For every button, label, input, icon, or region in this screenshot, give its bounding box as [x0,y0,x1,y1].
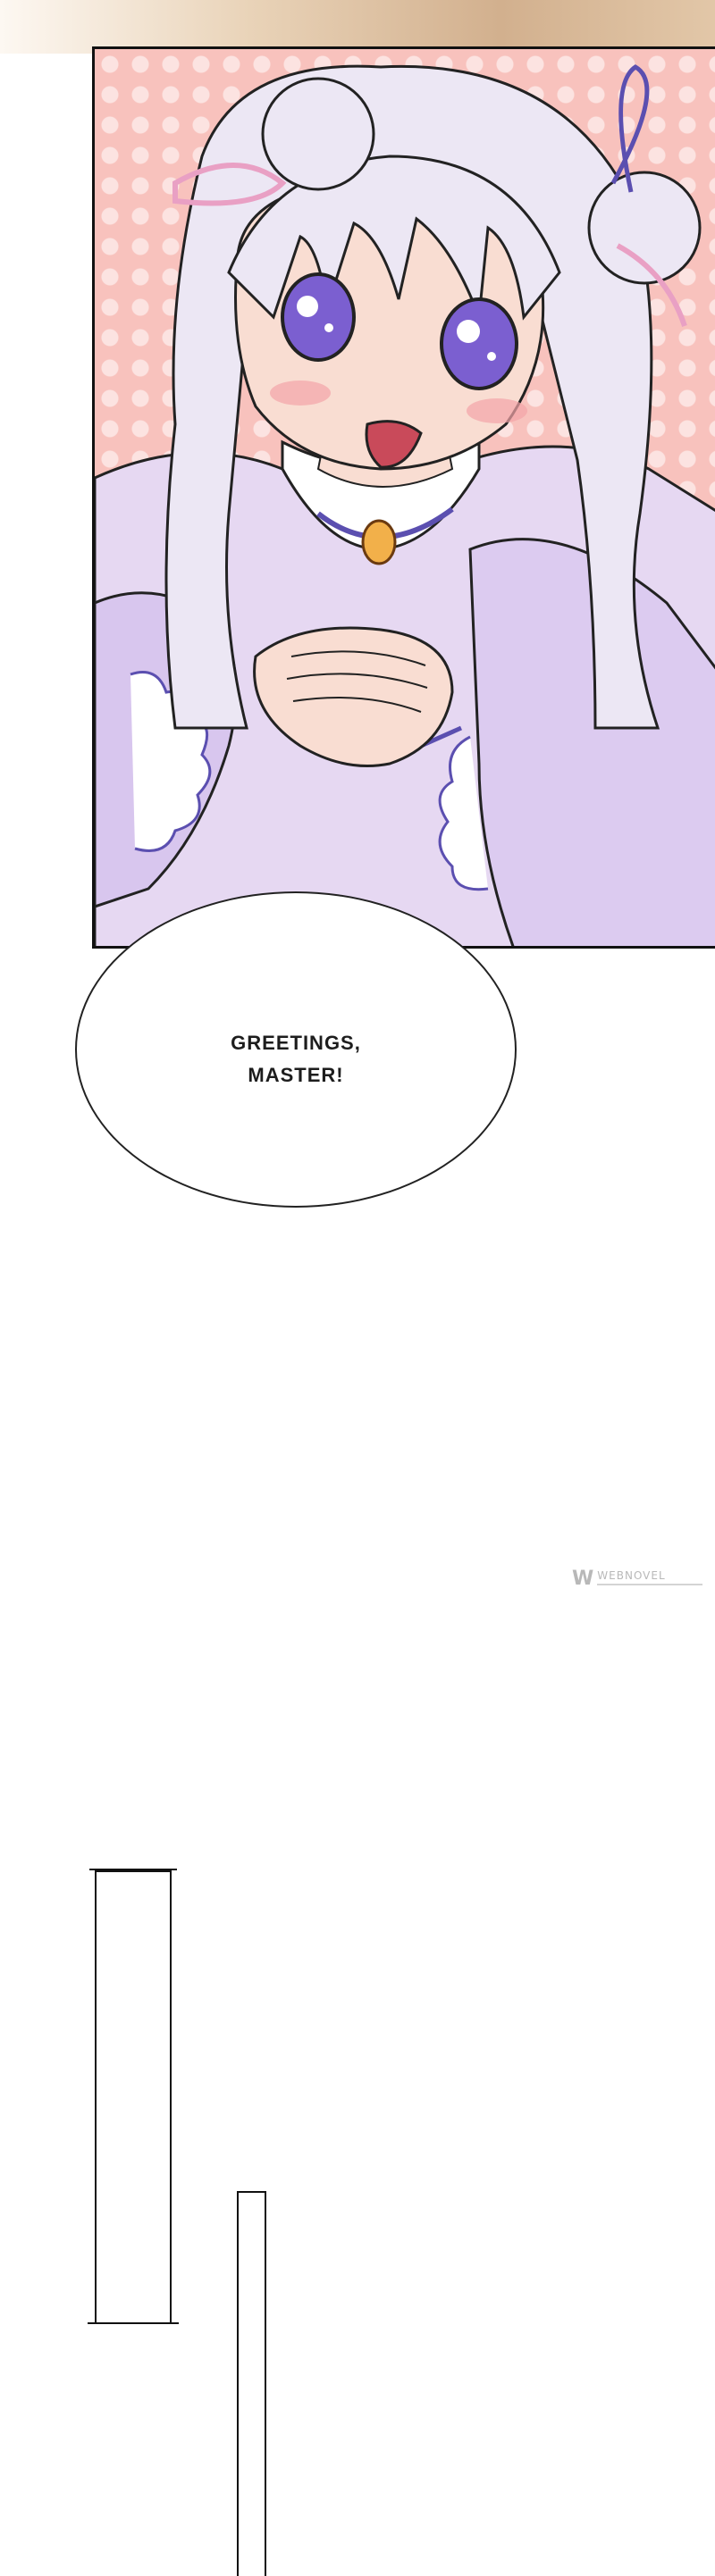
hair-bangs [227,155,561,321]
speech-bubble-text: GREETINGS, MASTER! [75,1027,517,1091]
empty-panel-frame-left [95,1870,172,2324]
hair-bun-left [261,77,375,191]
webnovel-logo-icon: W [572,1567,594,1590]
speech-bubble [75,891,517,1208]
watermark-brand: WEBNOVEL [597,1569,666,1582]
right-eye [440,297,518,390]
blush-left [270,381,331,406]
open-mouth [365,420,423,469]
empty-panel-frame-right [237,2191,266,2576]
sleeve-ruffle-right [438,735,489,891]
blush-right [467,398,527,423]
top-backdrop-strip [0,0,715,54]
watermark-rule [597,1584,703,1585]
webnovel-watermark: W WEBNOVEL [572,1565,703,1592]
right-eye-shine [457,320,480,343]
finger-lines [286,650,428,713]
clasped-hands [253,626,454,767]
character-illustration [95,64,715,946]
dialogue-line-2: MASTER! [248,1064,344,1086]
left-eye-shine-small [324,323,333,332]
collar-gem [361,519,397,565]
character-panel [92,46,715,949]
right-eye-shine-small [487,352,496,361]
ribbon-right-pink [616,243,687,327]
hair-bun-right [587,171,702,285]
left-eye [281,272,356,362]
ribbon-right [610,64,650,193]
left-eye-shine [297,296,318,317]
ribbon-left [172,163,287,206]
frame-tick-top [89,1869,177,1870]
frame-tick-bottom [88,2322,179,2324]
dialogue-line-1: GREETINGS, [231,1032,361,1054]
right-sleeve [468,538,715,946]
